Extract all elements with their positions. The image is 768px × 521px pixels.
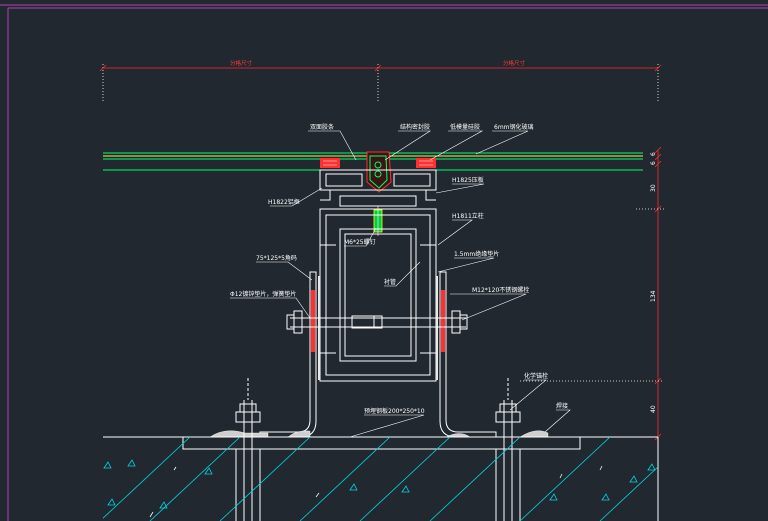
label-embedded-plate: 预埋钢板200*250*10 bbox=[364, 407, 425, 415]
dim-right-3: 30 bbox=[650, 184, 657, 192]
label-frame-h1822: H1822铝框 bbox=[268, 198, 300, 206]
welds bbox=[209, 430, 549, 438]
label-weld: 焊接 bbox=[556, 402, 568, 410]
dim-top-right: 分格尺寸 bbox=[503, 59, 526, 67]
tape-texture bbox=[323, 160, 433, 166]
insulation-pads bbox=[318, 276, 438, 380]
concrete-slab bbox=[103, 436, 659, 521]
dim-right-4: 134 bbox=[650, 290, 657, 302]
dim-right-2: 6 bbox=[650, 161, 657, 165]
label-leaders bbox=[230, 130, 571, 438]
embedded-plate bbox=[182, 436, 581, 450]
double-sided-tape bbox=[320, 158, 436, 168]
screw-m6 bbox=[373, 206, 383, 236]
label-low-modulus-silicone: 低模量硅胶 bbox=[450, 123, 480, 131]
right-dimension bbox=[520, 146, 664, 441]
label-screw-m6: M6*25螺钉 bbox=[344, 238, 376, 246]
label-pressure-plate-h1825: H1825压板 bbox=[452, 176, 484, 184]
label-washers: Φ12镀锌垫片，弹簧垫片 bbox=[230, 290, 296, 298]
label-bolt-m12: M12*120不锈钢螺栓 bbox=[472, 286, 529, 294]
dim-top-left: 分格尺寸 bbox=[230, 59, 253, 67]
label-double-sided-tape: 双面胶条 bbox=[310, 123, 334, 131]
bracket-red-strips bbox=[311, 290, 445, 352]
label-mullion-h1811: H1811立柱 bbox=[452, 212, 484, 220]
label-angle-bracket: 75*125*5角码 bbox=[256, 254, 297, 262]
label-chemical-anchor: 化学锚栓 bbox=[524, 372, 548, 380]
label-tempered-glass: 6mm钢化玻璃 bbox=[494, 123, 534, 131]
label-sleeve: 衬管 bbox=[384, 278, 396, 286]
dim-right-1: 6 bbox=[650, 152, 657, 156]
structural-sealant bbox=[366, 151, 392, 193]
top-dimension bbox=[99, 64, 662, 103]
chemical-anchors bbox=[235, 378, 521, 521]
aluminium-frame-h1822 bbox=[319, 169, 437, 207]
through-bolt-m12 bbox=[286, 310, 468, 334]
drawing-frame bbox=[0, 4, 768, 521]
label-insulation-pad: 1.5mm绝缘垫片 bbox=[454, 250, 499, 258]
label-structural-sealant: 结构密封胶 bbox=[400, 123, 430, 131]
dim-right-5: 40 bbox=[650, 405, 657, 413]
